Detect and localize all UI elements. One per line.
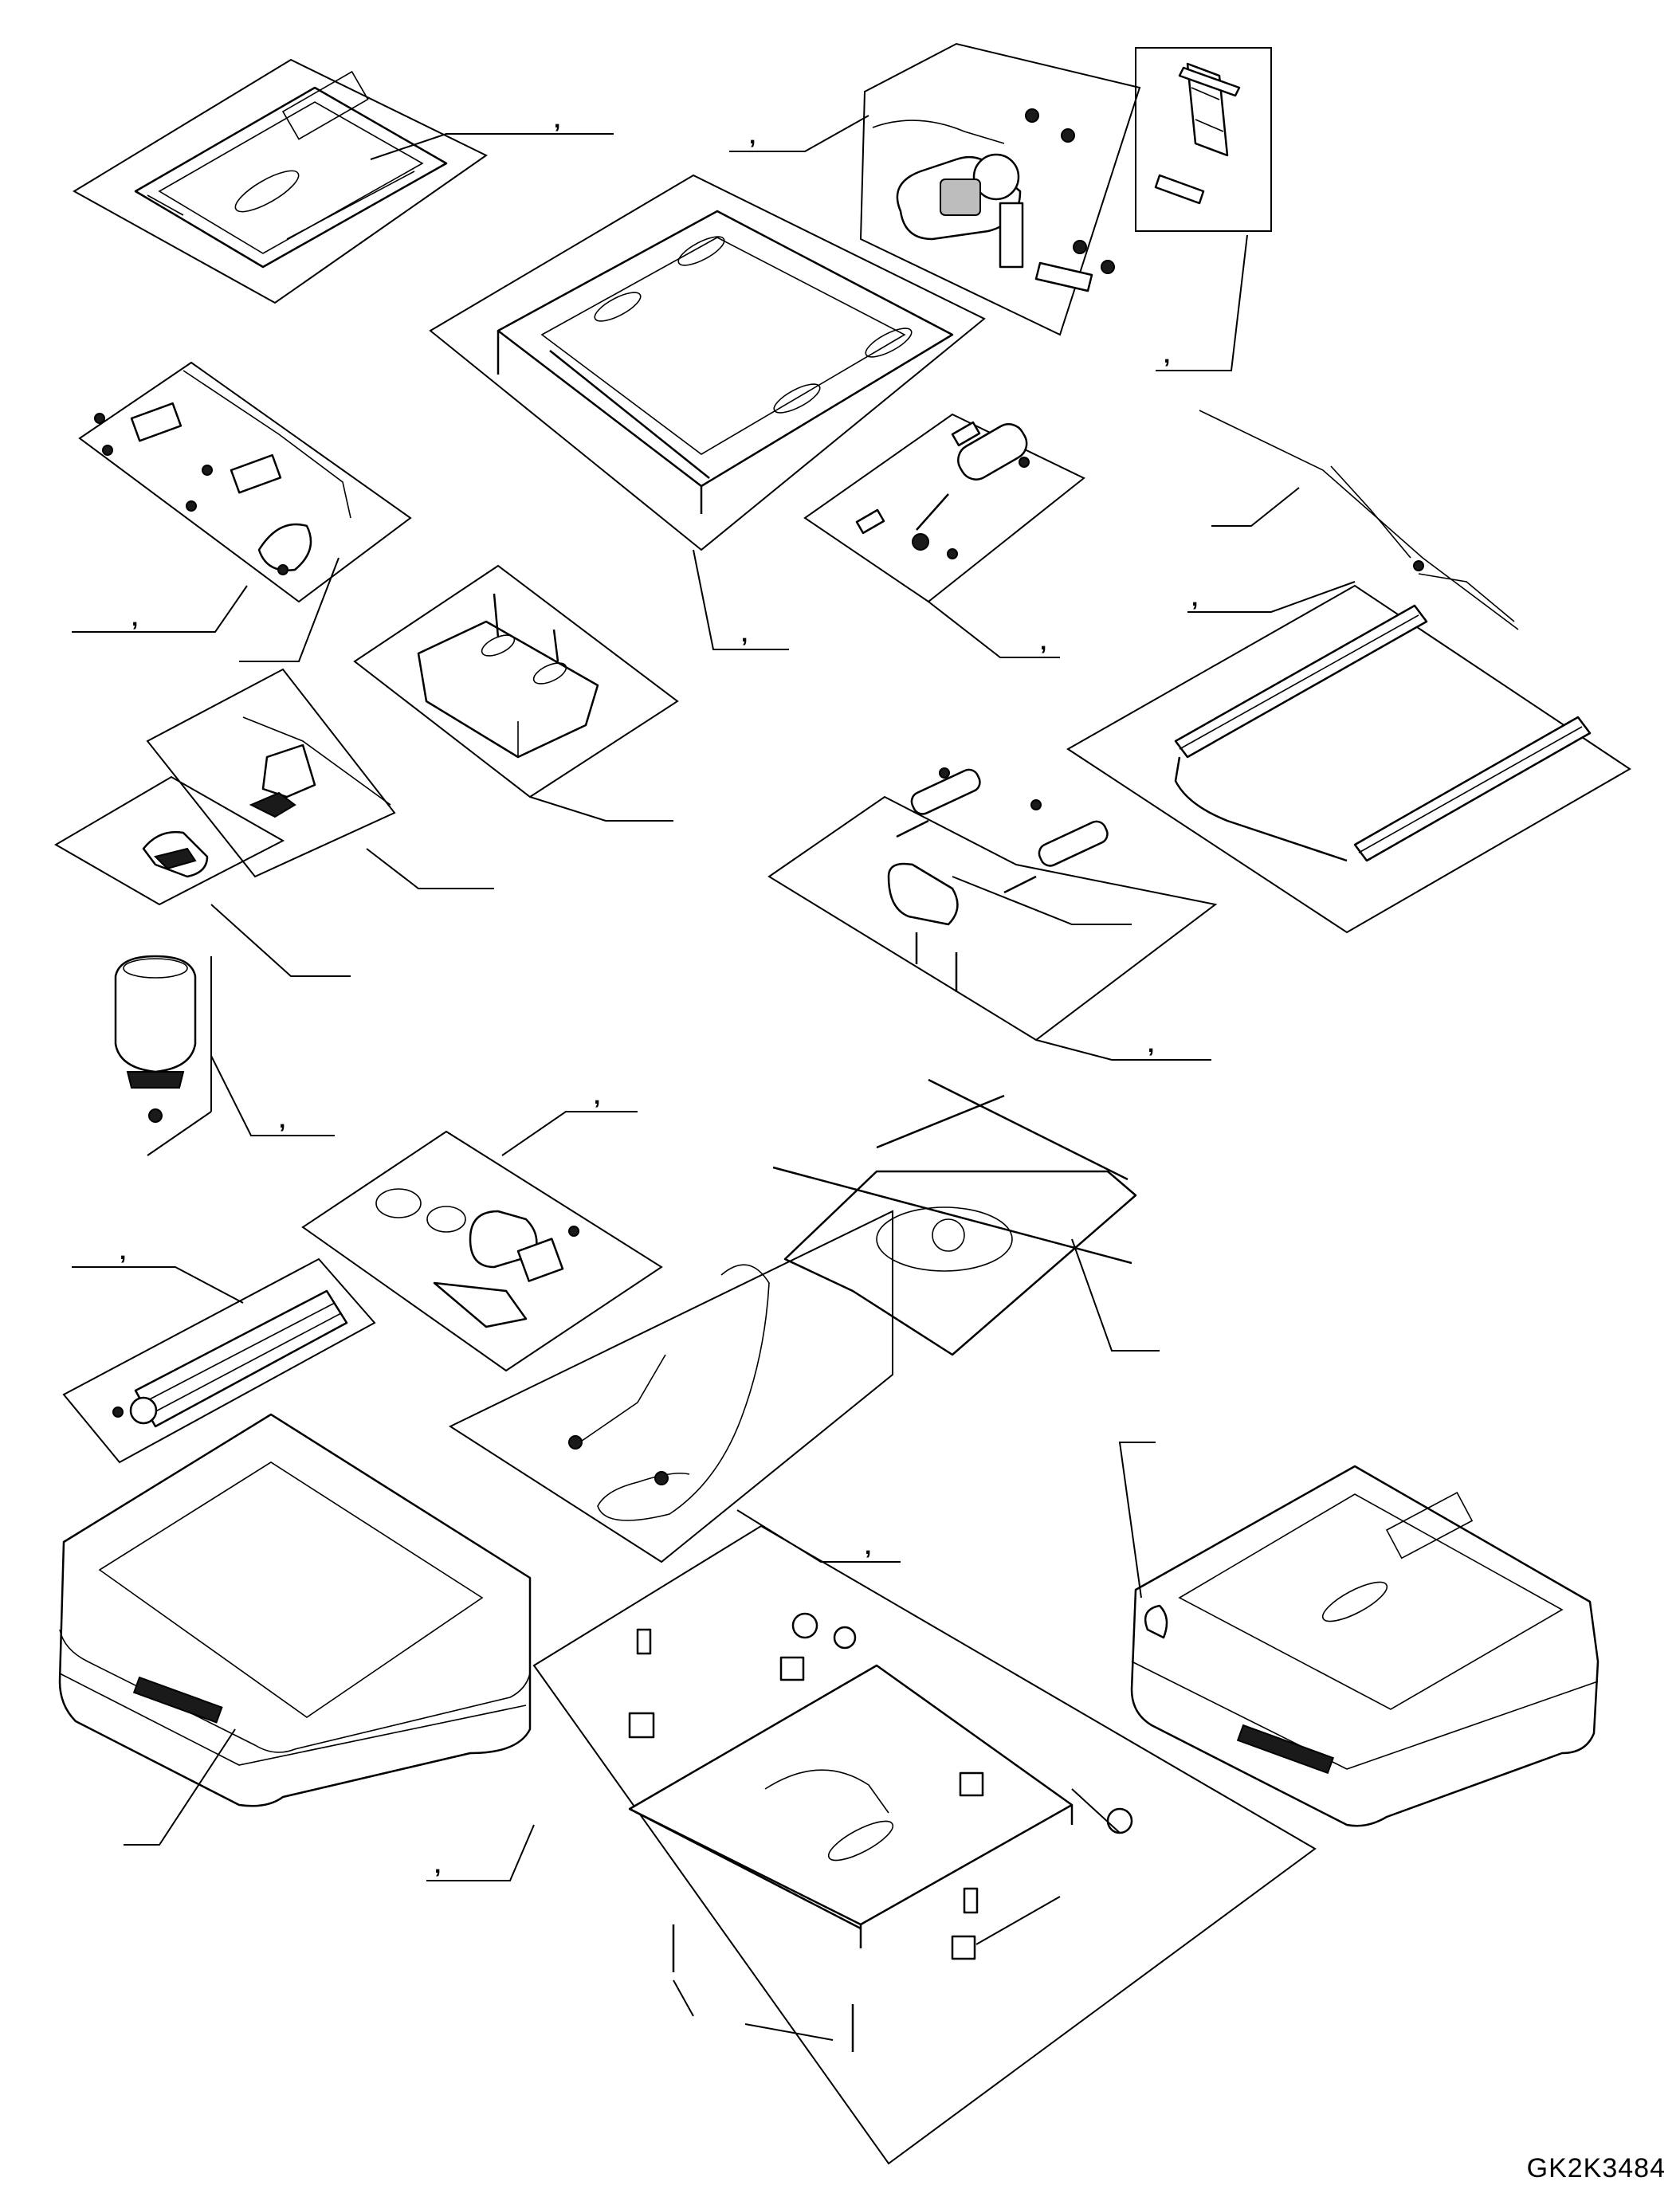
callout-mark: ,	[749, 123, 756, 149]
strap-icon	[1135, 47, 1272, 232]
suspension-cover-icon	[58, 1413, 532, 1807]
callout-mark: ,	[865, 1533, 871, 1559]
valve-icon	[301, 1130, 663, 1372]
wiring-harness-icon	[1199, 410, 1519, 630]
seat-frame-icon	[429, 174, 986, 551]
callout-mark: ,	[554, 107, 560, 133]
callout-mark: ,	[741, 621, 748, 647]
callout-mark: ,	[594, 1083, 600, 1109]
callout-mark: ,	[120, 1238, 126, 1265]
bracket-icon	[353, 564, 679, 798]
damper-icon	[767, 767, 1218, 1042]
lever-icon	[146, 668, 396, 878]
callout-mark: ,	[131, 605, 138, 631]
callout-mark: ,	[1164, 342, 1170, 368]
cushion-pan-icon	[73, 58, 488, 304]
slide-rail-icon	[1066, 584, 1631, 934]
compressor-icon	[859, 42, 1141, 336]
base-plate-icon	[532, 1524, 1317, 2165]
handle-icon	[54, 775, 285, 906]
callout-mark: ,	[279, 1107, 285, 1133]
gas-spring-icon	[803, 413, 1085, 603]
complete-base-icon	[1130, 1465, 1600, 1827]
callout-mark: ,	[1040, 629, 1046, 655]
callout-mark: ,	[434, 1852, 441, 1878]
air-spring-icon	[114, 955, 212, 1156]
hose-icon	[448, 1210, 893, 1563]
scissor-frame-icon	[772, 1078, 1137, 1356]
drawing-id-label: GK2K3484	[1526, 2153, 1666, 2183]
callout-mark: ,	[1191, 585, 1198, 611]
callout-mark: ,	[1148, 1031, 1154, 1057]
cable-icon	[78, 361, 412, 603]
bellows-icon	[62, 1257, 376, 1464]
